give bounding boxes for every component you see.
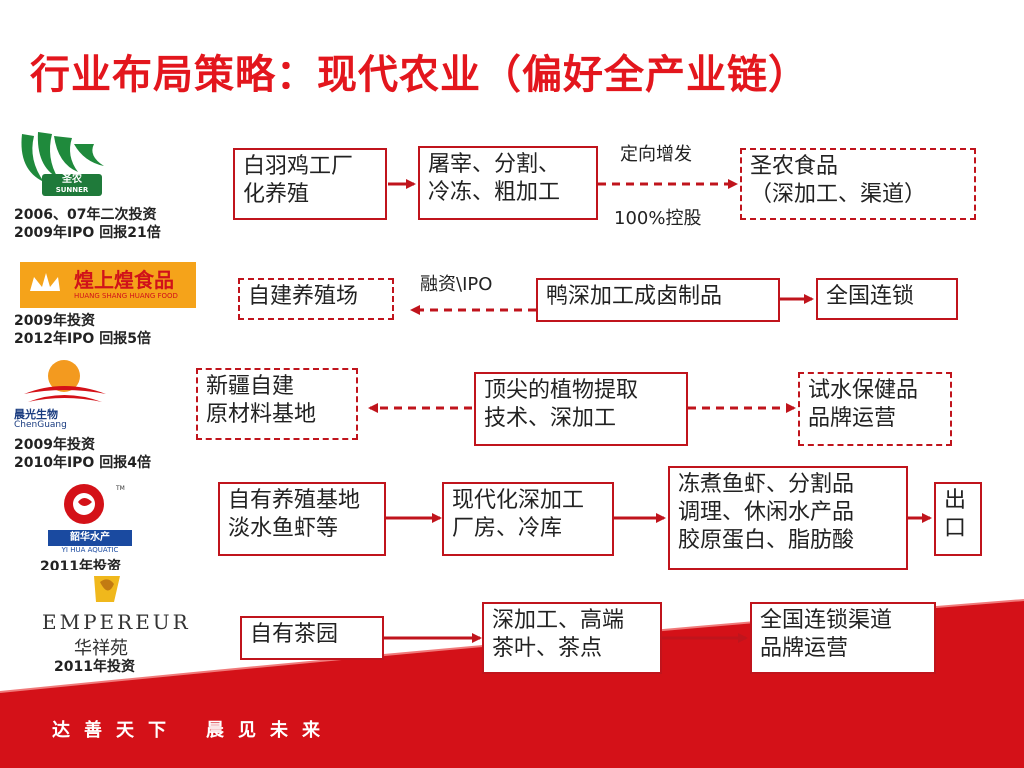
slide-title: 行业布局策略：现代农业（偏好全产业链） (30, 52, 809, 98)
svg-text:TM: TM (115, 485, 125, 492)
logo-empereur: EMPEREUR 华祥苑 (36, 572, 188, 660)
label-private-placement: 定向增发 (620, 144, 692, 165)
logo-text: 煌上煌食品 (74, 268, 174, 292)
logo-yihua: TM 韶华水产 YI HUA AQUATIC (44, 480, 134, 562)
box-r2-chain: 全国连锁 (816, 278, 958, 320)
sunrise-icon (24, 360, 106, 402)
box-r4-base: 自有养殖基地淡水鱼虾等 (218, 482, 386, 556)
tea-leaf-icon (94, 576, 120, 602)
logo-sub: YI HUA AQUATIC (61, 546, 119, 554)
box-r3-xinjiang: 新疆自建原材料基地 (196, 368, 358, 440)
logo-text: EMPEREUR (42, 610, 191, 634)
slogan-left: 达善天下 (52, 720, 180, 741)
logo-sub: HUANG SHANG HUANG FOOD (74, 292, 178, 300)
box-r4-export: 出口 (934, 482, 982, 556)
logo-caption-empereur: 2011年投资 (54, 659, 135, 675)
box-r5-channel: 全国连锁渠道品牌运营 (750, 602, 936, 674)
duck-crown-icon (30, 273, 60, 291)
box-r4-products: 冻煮鱼虾、分割品调理、休闲水产品胶原蛋白、脂肪酸 (668, 466, 908, 570)
slogan-right: 晨见未来 (206, 720, 334, 741)
logo-caption-yihua: 2011年投资 (40, 559, 121, 570)
logo-sub: 华祥苑 (74, 638, 128, 659)
box-r5-tea-garden: 自有茶园 (240, 616, 384, 660)
box-r5-processing: 深加工、高端茶叶、茶点 (482, 602, 662, 674)
logo-text: 晨光生物 (14, 408, 58, 421)
logo-chenguang: 晨光生物 ChenGuang (14, 354, 114, 434)
box-r2-duck: 鸭深加工成卤制品 (536, 278, 780, 322)
box-r1-farming: 白羽鸡工厂化养殖 (233, 148, 387, 220)
box-r2-farm: 自建养殖场 (238, 278, 394, 320)
label-holding: 100%控股 (614, 208, 702, 229)
box-r3-extraction: 顶尖的植物提取技术、深加工 (474, 372, 688, 446)
logo-huangshanghuang: 煌上煌食品 HUANG SHANG HUANG FOOD (20, 262, 196, 308)
label-ipo: 融资\IPO (420, 274, 493, 295)
box-r1-sunner-food: 圣农食品（深加工、渠道） (740, 148, 976, 220)
box-r3-health: 试水保健品品牌运营 (798, 372, 952, 446)
box-r1-processing: 屠宰、分割、冷冻、粗加工 (418, 146, 598, 220)
fish-circle-icon: TM (64, 484, 125, 524)
logo-text: 韶华水产 (48, 530, 132, 546)
sunner-leaf-icon (21, 132, 104, 182)
logo-sub: ChenGuang (14, 420, 67, 430)
box-r4-plant: 现代化深加工厂房、冷库 (442, 482, 614, 556)
